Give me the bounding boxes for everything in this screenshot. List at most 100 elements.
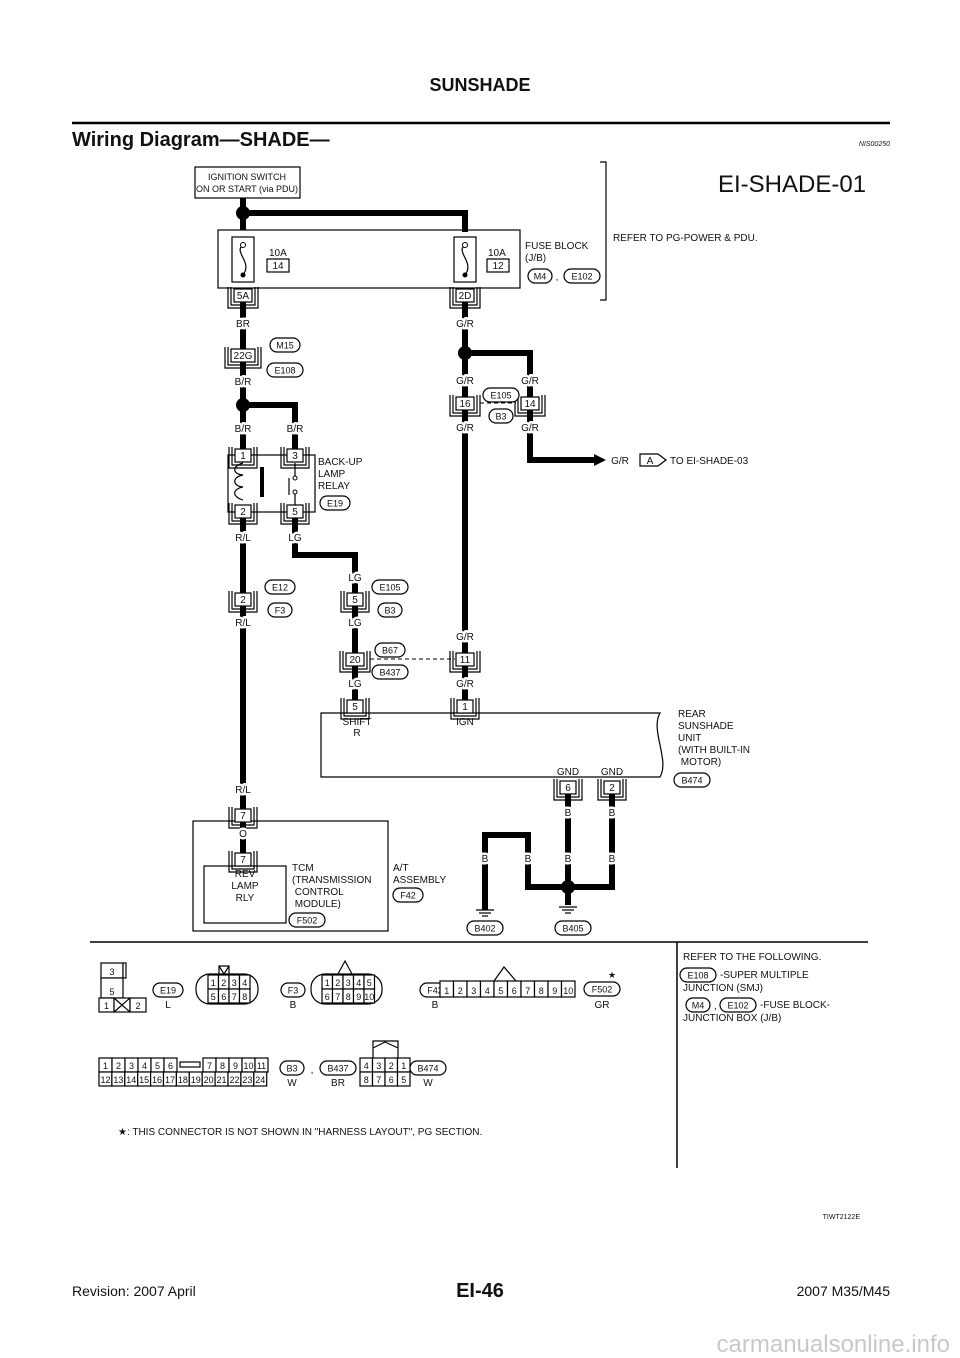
pin-number: 6: [389, 1075, 394, 1085]
connector-id: M4: [534, 272, 547, 282]
pin-number: 8: [242, 992, 247, 1002]
connector-id-badge: F502: [583, 981, 621, 997]
connector-id-badge: B474: [673, 772, 711, 788]
pin-number: 10: [364, 992, 374, 1002]
wire-color-label: O: [239, 829, 247, 840]
connector-id-badge: B67: [374, 642, 406, 658]
wire-color-label: BR: [236, 319, 250, 330]
pin-number: 15: [139, 1075, 149, 1085]
off-page-marker-label: A: [647, 456, 654, 467]
pin-number: 22G: [234, 351, 253, 362]
connector-id-badge: E102: [719, 997, 757, 1013]
connector-pin: 5: [340, 698, 370, 720]
pin-number: 5: [498, 986, 503, 996]
arrow-icon: [594, 454, 606, 466]
connector-id: B437: [379, 668, 400, 678]
connector-id: E105: [379, 583, 400, 593]
fuse-block-label: FUSE BLOCK: [525, 241, 589, 252]
pin-number: 5: [352, 595, 358, 606]
connector-id: E12: [272, 583, 288, 593]
connector-id: E102: [727, 1001, 748, 1011]
pin-number: 5A: [237, 291, 250, 302]
pin-number: 21: [217, 1075, 227, 1085]
relay-label: LAMP: [318, 469, 346, 480]
pin-number: 5: [155, 1061, 160, 1071]
ground-icon: [476, 909, 494, 917]
connector-pin: 1: [228, 447, 258, 469]
connector-pin: 2: [597, 779, 627, 801]
off-page-reference[interactable]: TO EI-SHADE-03: [670, 456, 749, 467]
pin-number: 8: [364, 1075, 369, 1085]
connector-id-badge: M15: [269, 337, 301, 353]
pin-function: IGN: [456, 717, 474, 728]
pin-number: 2: [458, 986, 463, 996]
ignition-switch-box: [194, 166, 301, 199]
refer-desc: -SUPER MULTIPLE: [720, 970, 809, 981]
pin-number: 3: [346, 978, 351, 988]
pin-number: 9: [356, 992, 361, 1002]
pin-number: 7: [525, 986, 530, 996]
connector-id-badge: E105: [482, 387, 520, 403]
fuse-number: 14: [272, 261, 284, 272]
pin-number: 3: [292, 451, 298, 462]
wires: [240, 198, 615, 910]
pin-number: 3: [376, 1061, 381, 1071]
connector-pin: 5: [340, 591, 370, 613]
pin-function: GND: [601, 767, 623, 778]
connector-pin: 14: [514, 395, 546, 417]
pin-number: 8: [346, 992, 351, 1002]
bracket: [600, 161, 607, 301]
pin-number: 10: [563, 986, 573, 996]
connector-id: B474: [417, 1064, 438, 1074]
connector-id: M15: [276, 341, 294, 351]
pin-number: 1: [104, 1001, 109, 1011]
watermark: carmanualsonline.info: [717, 1331, 950, 1358]
relay-label: BACK-UP: [318, 457, 363, 468]
pin-number: 4: [364, 1061, 369, 1071]
connector-id: B405: [562, 924, 583, 934]
star-icon: ★: [608, 970, 616, 980]
wire-color-label: G/R: [456, 423, 474, 434]
wire-color-label: B: [482, 854, 489, 865]
pin-number: 2: [389, 1061, 394, 1071]
connector-id-badge: B405: [554, 920, 592, 936]
pin-number: 7: [232, 992, 237, 1002]
pin-number: 3: [109, 967, 114, 977]
splice-dots: [236, 206, 575, 894]
connector-id-badge: B3: [377, 602, 403, 618]
connector-id: E108: [687, 971, 708, 981]
pin-number: 5: [367, 978, 372, 988]
connector-id: B67: [382, 646, 398, 656]
pin-number: 20: [204, 1075, 214, 1085]
footer-model: 2007 M35/M45: [797, 1283, 891, 1299]
pin-number: 11: [460, 655, 471, 666]
connector-id: F3: [275, 606, 286, 616]
page-heading: Wiring Diagram—SHADE—: [72, 129, 330, 151]
fuse-block-label: (J/B): [525, 253, 546, 264]
pin-number: 4: [242, 978, 247, 988]
pin-number: 16: [152, 1075, 162, 1085]
ref-code: NIS00250: [859, 141, 890, 148]
pin-number: 2: [135, 1001, 140, 1011]
tcm-box: [192, 820, 389, 932]
connector-id-badge: B437: [319, 1060, 357, 1076]
connector-id: E102: [571, 272, 592, 282]
connector-id-badge: F42: [392, 887, 424, 903]
pin-number: 1: [240, 451, 246, 462]
pin-number: 5: [352, 702, 358, 713]
pin-number: 19: [191, 1075, 201, 1085]
wire-color-label: B: [525, 854, 532, 865]
off-page-marker: [639, 453, 667, 467]
tcm-label: TCM: [292, 863, 314, 874]
wire-color-label: G/R: [456, 319, 474, 330]
pin-number: 6: [168, 1061, 173, 1071]
connector-id-badge: E19: [152, 982, 184, 998]
tcm-label: MODULE): [292, 899, 341, 910]
pin-number: 2: [240, 595, 246, 606]
wire-color: W: [287, 1078, 297, 1089]
connector-id: B402: [474, 924, 495, 934]
